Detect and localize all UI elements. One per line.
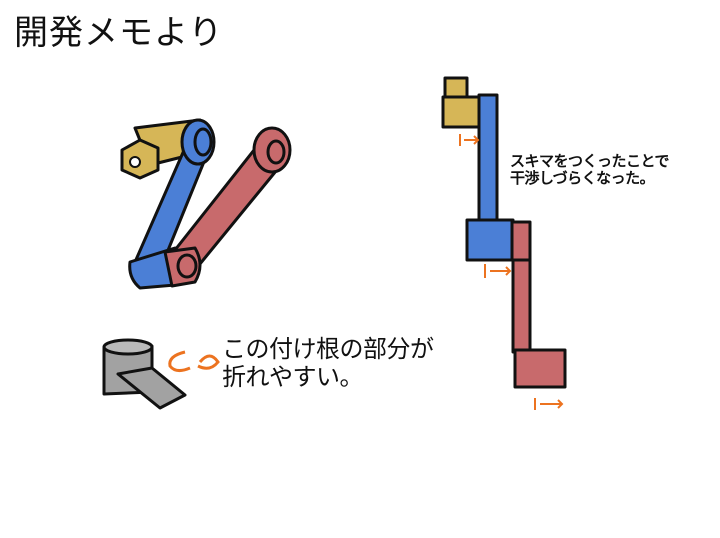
- page-title: 開発メモより: [14, 13, 224, 53]
- orange-arrow-icon: [168, 350, 220, 373]
- robot-arm-illustration: [120, 118, 292, 290]
- joint-note-line1: この付け根の部分が: [222, 335, 434, 363]
- gap-note: スキマをつくったことで干渉しづらくなった。: [510, 152, 670, 188]
- joint-root-illustration: [102, 338, 187, 410]
- gap-note-line2: 干渉しづらくなった。: [510, 169, 655, 188]
- gap-diagram: [441, 76, 567, 389]
- joint-note-line2: 折れやすい。: [222, 362, 364, 391]
- gap-note-line1: スキマをつくったことで: [510, 152, 670, 170]
- gap-arrows: [168, 134, 564, 410]
- joint-note: この付け根の部分が折れやすい。: [222, 335, 434, 391]
